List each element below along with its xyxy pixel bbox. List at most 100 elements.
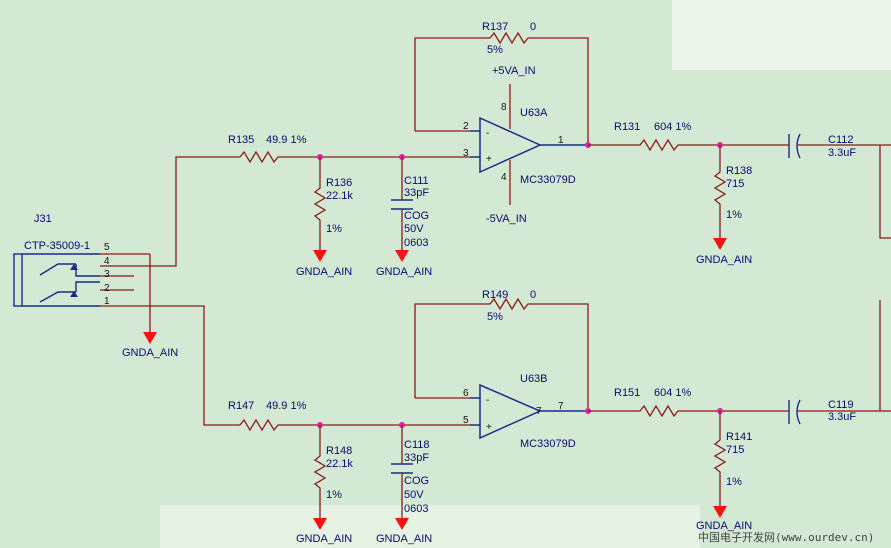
ground-symbol [313,250,327,262]
r147-value: 49.9 1% [266,400,307,412]
r137-tol: 5% [487,44,503,56]
ground-symbol [713,238,727,250]
resistor-r138 [713,145,727,238]
c119-value: 3.3uF [828,411,856,423]
r131-value: 604 1% [654,121,692,133]
pin-number: 2 [463,121,469,132]
ground-symbol [395,518,409,530]
opamp-u63b-pins [470,397,588,426]
resistor-r148 [313,425,327,518]
jack-contact-lines [75,264,100,292]
r149-ref: R149 [482,289,508,301]
pin-number: 5 [104,242,110,253]
connector-part: CTP-35009-1 [24,240,90,252]
background-patch [672,0,891,70]
ground-label: GNDA_AIN [122,347,178,359]
ground-label: GNDA_AIN [296,533,352,545]
connector-ref: J31 [34,213,52,225]
r137-value: 0 [530,21,536,33]
jack-contact-1 [39,291,76,303]
pin-number: 1 [558,135,564,146]
capacitor-c118 [391,463,413,474]
connector-j31: J31 CTP-35009-1 5 4 3 2 1 GNDA_AIN [13,156,240,426]
c111-voltage: 50V [404,223,424,235]
r141-tol: 1% [726,476,742,488]
pin-number: 7 [536,406,542,417]
r151-value: 604 1% [654,387,692,399]
resistor-r136 [313,157,327,250]
resistor-r135 [230,150,320,164]
minus-sign: - [486,128,489,139]
pin-number: 4 [501,172,507,183]
wire-top-input [150,156,230,267]
c118-dielectric: COG [404,475,429,487]
pin-number: 4 [104,256,110,267]
pin-number: 6 [463,388,469,399]
opamp-ref: U63A [520,107,548,119]
c118-voltage: 50V [404,489,424,501]
c118-package: 0603 [404,503,428,515]
jack-contact-4 [39,263,76,276]
channel-top: R135 49.9 1% R136 22.1k 1% GNDA_AIN C111… [228,21,891,278]
supply-positive: +5VA_IN [492,65,536,77]
ground-symbol [713,506,727,518]
c111-value: 33pF [404,187,429,199]
ground-symbol [143,332,157,344]
c112-ref: C112 [828,134,853,146]
c118-value: 33pF [404,452,429,464]
jack-outline [22,253,100,307]
opamp-u63a [479,116,542,174]
r138-tol: 1% [726,209,742,221]
c112-value: 3.3uF [828,147,856,159]
ground-symbol [313,518,327,530]
c111-dielectric: COG [404,210,429,222]
contact-arrow [70,291,78,297]
r131-ref: R131 [614,121,640,133]
resistor-r147 [239,418,470,432]
ground-label: GNDA_AIN [376,533,432,545]
r141-ref: R141 [726,431,752,443]
r138-value: 715 [726,178,744,190]
r136-value: 22.1k [326,190,353,202]
opamp-part: MC33079D [520,438,576,450]
c118-ref: C118 [404,439,429,451]
ground-label: GNDA_AIN [696,254,752,266]
supply-negative: -5VA_IN [486,213,527,225]
wire-right-edge [879,145,891,411]
c111-ref: C111 [404,175,429,187]
r141-value: 715 [726,444,744,456]
connector-leads [100,253,150,307]
jack-body [13,253,23,307]
pin-number: 3 [463,148,469,159]
pin-number: 2 [104,283,110,294]
r135-ref: R135 [228,134,254,146]
r138-ref: R138 [726,165,752,177]
r136-tol: 1% [326,223,342,235]
ground-symbol [395,250,409,262]
watermark: 中国电子开发网(www.ourdev.cn) [698,530,874,544]
ground-label: GNDA_AIN [296,266,352,278]
resistor-r151 [588,404,785,418]
r148-tol: 1% [326,489,342,501]
wire-bottom-input [150,305,240,426]
r147-ref: R147 [228,400,254,412]
resistor-r141 [713,411,727,506]
resistor-r137-feedback [414,31,589,146]
r148-ref: R148 [326,445,352,457]
c111-package: 0603 [404,237,428,249]
r136-ref: R136 [326,177,352,189]
net-number: 7 [558,401,564,412]
opamp-u63a-pins [470,130,588,158]
opamp-part: MC33079D [520,174,576,186]
resistor-r149-feedback [414,297,589,411]
ground-label: GNDA_AIN [696,520,752,532]
pin-number: 5 [463,415,469,426]
plus-sign: + [486,154,492,165]
minus-sign: - [486,395,489,406]
background-patch [160,505,700,548]
capacitor-c111 [391,199,413,210]
r135-value: 49.9 1% [266,134,307,146]
pin-number: 1 [104,296,110,307]
r148-value: 22.1k [326,458,353,470]
